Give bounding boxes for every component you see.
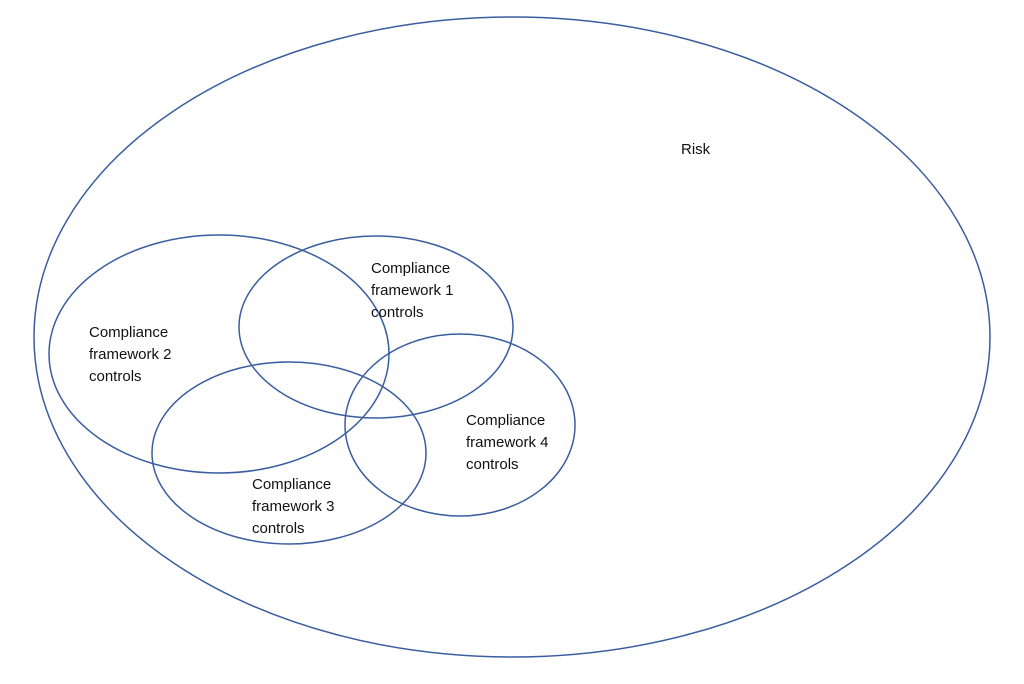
risk-label: Risk <box>681 141 711 158</box>
framework-1-label: Compliance framework 1 controls <box>371 260 454 321</box>
framework-1-ellipse <box>238 235 514 419</box>
framework-4-ellipse <box>344 333 576 517</box>
framework-4-label: Compliance framework 4 controls <box>466 412 549 473</box>
framework-2-label: Compliance framework 2 controls <box>89 324 172 385</box>
framework-3-ellipse <box>151 361 427 545</box>
framework-3-label: Compliance framework 3 controls <box>252 476 335 537</box>
risk-ellipse <box>33 16 991 658</box>
